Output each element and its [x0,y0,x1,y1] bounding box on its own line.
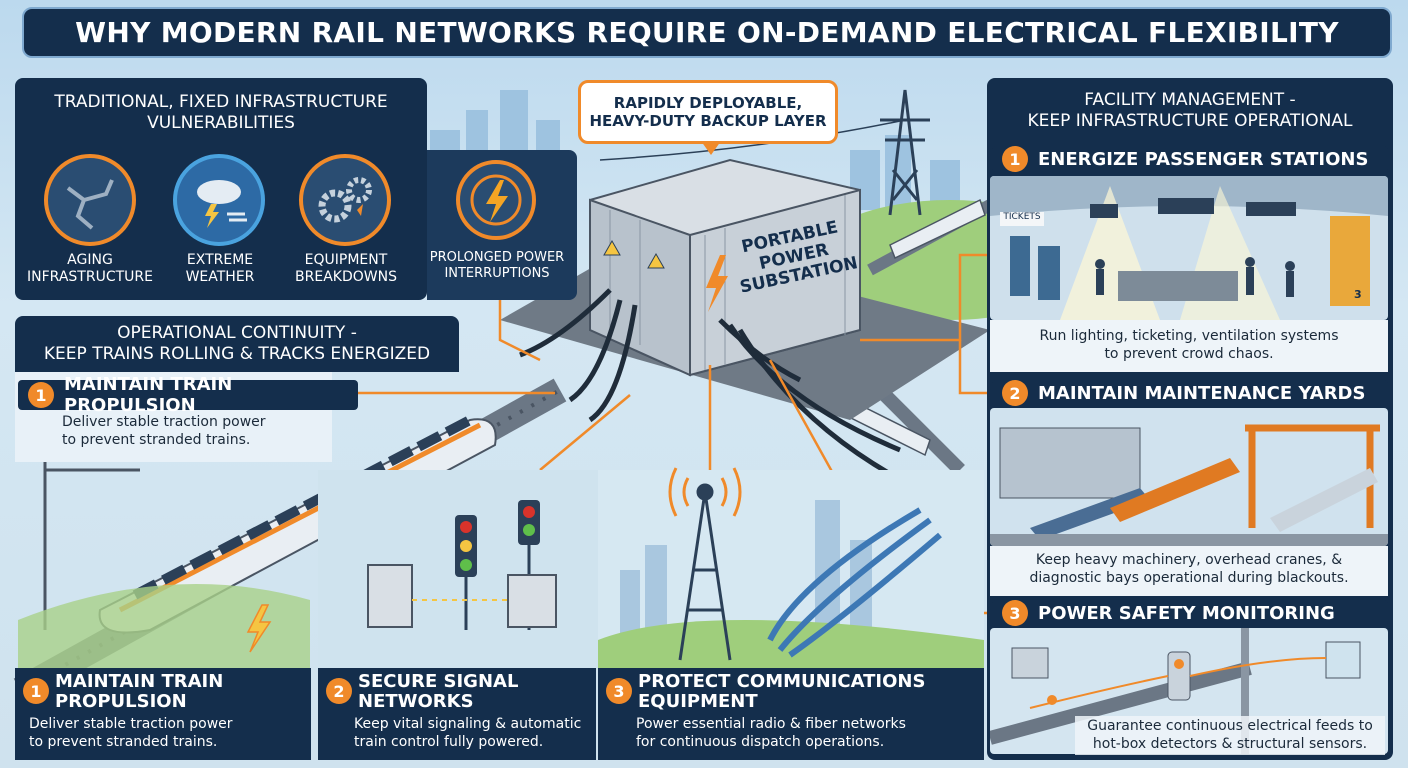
yard-illustration [990,424,1388,546]
monitoring-desc: Guarantee continuous electrical feeds to… [1075,716,1385,755]
platform-sign: 3 [1354,288,1362,301]
lightning-bolt-icon [470,174,522,226]
power-interruptions-circle [456,160,536,240]
maintenance-yards-header: 2 MAINTAIN MAINTENANCE YARDS [992,380,1388,406]
cracked-wall-icon [66,179,114,230]
equipment-breakdowns-circle [299,154,391,246]
operational-heading: OPERATIONAL CONTINUITY - KEEP TRAINS ROL… [43,323,431,365]
stations-desc-box [990,320,1388,372]
station-illustration [990,176,1388,320]
page-title-bar: WHY MODERN RAIL NETWORKS REQUIRE ON-DEMA… [22,7,1392,58]
step-number-badge: 1 [1002,146,1028,172]
maintain-propulsion-desc: Deliver stable traction power to prevent… [62,414,266,448]
portable-power-substation-icon [589,158,861,377]
broken-gears-icon [318,177,372,223]
yards-desc: Keep heavy machinery, overhead cranes, &… [1029,552,1349,586]
backup-layer-callout: RAPIDLY DEPLOYABLE, HEAVY-DUTY BACKUP LA… [578,80,838,155]
step-number-badge: 3 [1002,600,1028,626]
extreme-weather-label: EXTREME WEATHER [185,252,255,285]
storm-cloud-icon [197,180,247,228]
ticket-sign: TICKETS [1000,212,1044,226]
step-number-badge: 1 [28,382,54,408]
facility-heading: FACILITY MANAGEMENT - KEEP INFRASTRUCTUR… [1027,90,1353,132]
radio-tower-icon [678,483,732,661]
extreme-weather-circle [173,154,265,246]
step-number-badge: 3 [606,678,632,704]
power-interruptions-label: PROLONGED POWER INTERRUPTIONS [429,250,565,281]
stations-desc: Run lighting, ticketing, ventilation sys… [1039,328,1339,362]
equipment-breakdowns-label: EQUIPMENT BREAKDOWNS [295,252,397,285]
operational-continuity-panel [15,316,459,372]
step-number-badge: 1 [23,678,49,704]
aging-infrastructure-circle [44,154,136,246]
energize-stations-header: 1 ENERGIZE PASSENGER STATIONS [992,146,1388,172]
vulnerabilities-heading: TRADITIONAL, FIXED INFRASTRUCTURE VULNER… [54,92,388,134]
passenger-station-scene: TICKETS 3 [990,176,1388,320]
step-number-badge: 2 [326,678,352,704]
safety-monitoring-header: 3 POWER SAFETY MONITORING [992,600,1388,626]
control-box-icon [367,564,557,628]
fiber-cable-icon [767,507,942,658]
page-title: WHY MODERN RAIL NETWORKS REQUIRE ON-DEMA… [75,16,1339,49]
step-number-badge: 2 [1002,380,1028,406]
monitoring-illustration [990,628,1361,754]
radio-waves-icon [668,467,742,517]
maintain-propulsion-header: 1 MAINTAIN TRAIN PROPULSION [18,374,358,416]
catenary-pole-icon [43,455,140,630]
spark-icon [246,604,272,653]
maintenance-yard-scene [990,408,1388,546]
yards-desc-box [990,546,1388,596]
aging-infrastructure-label: AGING INFRASTRUCTURE [27,252,153,285]
